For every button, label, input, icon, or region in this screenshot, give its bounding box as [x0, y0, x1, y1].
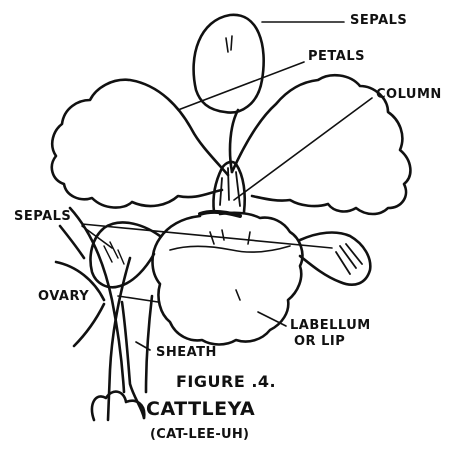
- label-petals: PETALS: [308, 50, 365, 63]
- left-bracts: [56, 226, 104, 346]
- dorsal-sepal: [194, 15, 264, 113]
- caption-figure: FIGURE .4.: [176, 374, 276, 390]
- right-sepal-veins: [336, 244, 362, 274]
- stem-base: [92, 392, 144, 420]
- pointer-sepals-left-a: [82, 226, 112, 248]
- label-ovary: OVARY: [38, 290, 89, 303]
- label-labellum-line1: LABELLUM: [290, 318, 371, 334]
- labellum-texture: [210, 230, 250, 300]
- pointer-petals: [178, 62, 304, 110]
- sheath-stem: [146, 296, 152, 392]
- caption-name: CATTLEYA: [146, 400, 255, 419]
- right-lateral-sepal: [300, 233, 370, 285]
- pointer-lines: [82, 22, 372, 350]
- label-sepals-left: SEPALS: [14, 210, 71, 223]
- caption-pronunciation: (CAT-LEE-UH): [150, 428, 249, 441]
- pointer-column: [234, 98, 372, 200]
- label-labellum: LABELLUM OR LIP: [290, 318, 371, 350]
- column-detail: [220, 168, 240, 206]
- label-sepals-top: SEPALS: [350, 14, 407, 27]
- label-sheath: SHEATH: [156, 346, 217, 359]
- label-labellum-line2: OR LIP: [290, 334, 371, 350]
- labellum-ruffle: [170, 246, 290, 252]
- dorsal-sepal-vein: [226, 36, 232, 52]
- label-column: COLUMN: [376, 88, 442, 101]
